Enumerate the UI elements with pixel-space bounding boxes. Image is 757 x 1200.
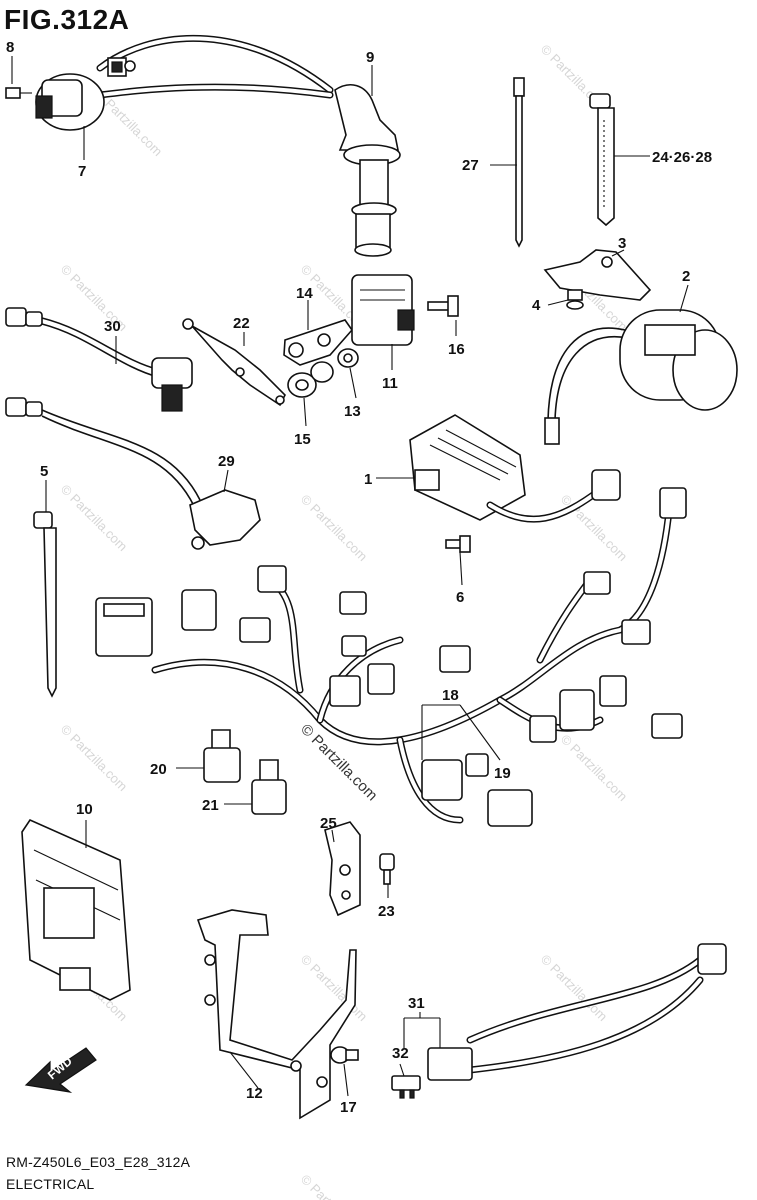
callout-6: 6 xyxy=(456,589,464,606)
callout-29: 29 xyxy=(218,453,235,470)
bracket-part-12 xyxy=(196,909,357,1120)
callout-16: 16 xyxy=(448,341,465,358)
bracket-part-22 xyxy=(182,318,286,407)
watermark: © Partzilla.com xyxy=(58,482,131,555)
ignition-coil-part-7 xyxy=(35,34,334,131)
callout-23: 23 xyxy=(378,903,395,920)
ecu-part-10 xyxy=(21,818,131,1001)
callout-4: 4 xyxy=(532,297,541,314)
bracket-part-25 xyxy=(324,821,361,917)
callout-17: 17 xyxy=(340,1099,357,1116)
fuse-part-32 xyxy=(391,1075,421,1099)
callout-10: 10 xyxy=(76,801,93,818)
watermark: © Partzilla.com xyxy=(298,1172,371,1200)
cable-tie-part-5 xyxy=(33,511,57,698)
callout-15: 15 xyxy=(294,431,311,448)
watermark: © Partzilla.com xyxy=(298,492,371,565)
callout-9: 9 xyxy=(366,49,374,66)
callout-19: 19 xyxy=(494,765,511,782)
bolt-part-23 xyxy=(379,853,395,885)
callout-32: 32 xyxy=(392,1045,409,1062)
bolt-part-6 xyxy=(445,535,471,553)
watermark: © Partzilla.com xyxy=(58,722,131,795)
sensor-part-29 xyxy=(5,397,261,550)
grommet-part-13 xyxy=(310,348,359,383)
callout-2: 2 xyxy=(682,268,690,285)
callout-7: 7 xyxy=(78,163,86,180)
watermark: © Partzilla.com xyxy=(558,732,631,805)
relay-part-19 xyxy=(421,704,533,827)
callout-30: 30 xyxy=(104,318,121,335)
bolt-part-17 xyxy=(330,1046,359,1064)
callout-8: 8 xyxy=(6,39,14,56)
callouts: 8 7 9 27 24·26·28 3 2 4 30 22 14 16 11 1… xyxy=(6,39,712,1116)
leader-lines xyxy=(11,56,689,1097)
grommet-part-15 xyxy=(287,372,317,398)
callout-5: 5 xyxy=(40,463,48,480)
watermark: © Partzilla.com xyxy=(558,492,631,565)
bolt-part-4 xyxy=(566,289,584,310)
callout-18: 18 xyxy=(442,687,459,704)
clamp-part-24-26-28 xyxy=(589,93,615,227)
cable-tie-part-27 xyxy=(513,77,525,248)
callout-14: 14 xyxy=(296,285,313,302)
bolt-part-16 xyxy=(427,295,459,317)
plate-part-14 xyxy=(283,319,354,366)
callout-25: 25 xyxy=(320,815,337,832)
callout-12: 12 xyxy=(246,1085,263,1102)
regulator-part-1 xyxy=(409,414,621,523)
model-code: RM-Z450L6_E03_E28_312A xyxy=(6,1154,191,1170)
callout-3: 3 xyxy=(618,235,626,252)
screw-part-8 xyxy=(5,87,32,99)
relay-part-20 xyxy=(203,729,241,783)
forward-arrow: FWD xyxy=(24,1047,97,1093)
callout-21: 21 xyxy=(202,797,219,814)
bracket-part-3 xyxy=(543,249,652,301)
callout-22: 22 xyxy=(233,315,250,332)
figure-title: FIG.312A xyxy=(4,4,130,35)
callout-27: 27 xyxy=(462,157,479,174)
sensor-part-30 xyxy=(5,307,193,412)
callout-24-26-28: 24·26·28 xyxy=(652,149,712,166)
callout-20: 20 xyxy=(150,761,167,778)
callout-11: 11 xyxy=(382,375,398,392)
ignition-coil-part-11 xyxy=(351,274,415,346)
callout-1: 1 xyxy=(364,471,372,488)
section-label: ELECTRICAL xyxy=(6,1176,95,1192)
condenser-part-2 xyxy=(544,309,738,445)
battery-lead-part-31 xyxy=(403,943,727,1081)
plug-cap-part-9 xyxy=(334,84,401,257)
wire-harness xyxy=(95,487,687,824)
callout-31: 31 xyxy=(408,995,425,1012)
callout-13: 13 xyxy=(344,403,361,420)
relay-part-21 xyxy=(251,759,287,815)
